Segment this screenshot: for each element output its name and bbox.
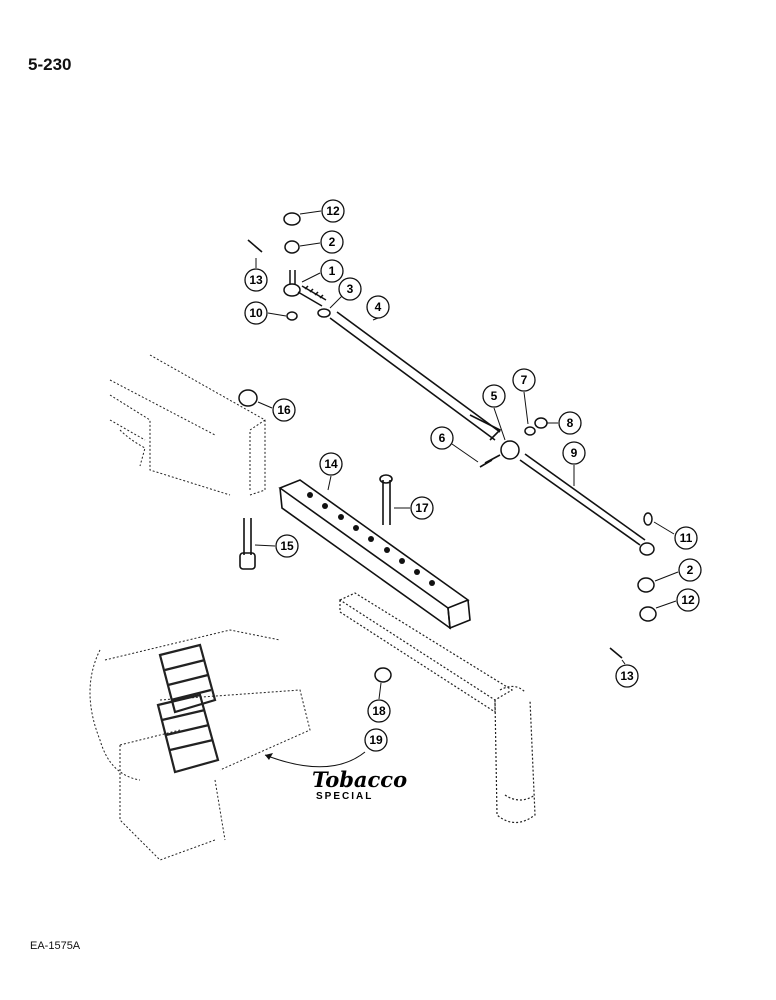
callout-6: 6 bbox=[430, 426, 479, 463]
callout-10: 10 bbox=[244, 301, 287, 325]
svg-text:14: 14 bbox=[324, 457, 338, 471]
svg-text:10: 10 bbox=[249, 306, 263, 320]
drawbar-holes bbox=[307, 492, 435, 586]
svg-text:9: 9 bbox=[571, 446, 578, 460]
page-number: 5-230 bbox=[28, 55, 72, 74]
bolts-drawing bbox=[239, 239, 623, 659]
brand-script: Tobacco bbox=[312, 767, 407, 792]
svg-text:19: 19 bbox=[369, 733, 383, 747]
svg-text:12: 12 bbox=[681, 593, 695, 607]
figure-code: EA-1575A bbox=[30, 940, 81, 952]
callout-11: 11 bbox=[653, 521, 698, 550]
callout-5: 5 bbox=[482, 384, 506, 441]
callout-18: 18 bbox=[367, 682, 391, 723]
callout-13-top: 13 bbox=[244, 258, 268, 292]
callout-2-top: 2 bbox=[299, 230, 344, 254]
hardware-drawing bbox=[238, 212, 657, 683]
callout-15: 15 bbox=[254, 534, 299, 558]
callout-12-bottom: 12 bbox=[655, 588, 700, 612]
svg-text:11: 11 bbox=[680, 531, 693, 545]
svg-text:2: 2 bbox=[329, 235, 336, 249]
callout-12-top: 12 bbox=[299, 199, 345, 223]
svg-text:2: 2 bbox=[687, 563, 694, 577]
callout-8: 8 bbox=[547, 411, 582, 435]
tobacco-special-logo: Tobacco SPECIAL bbox=[312, 767, 407, 802]
tie-rod-drawing bbox=[519, 453, 646, 546]
callout-3: 3 bbox=[329, 277, 362, 309]
svg-text:4: 4 bbox=[375, 300, 382, 314]
svg-text:6: 6 bbox=[439, 431, 446, 445]
callout-7: 7 bbox=[512, 368, 536, 425]
linkage-rod-drawing bbox=[329, 311, 502, 441]
svg-text:13: 13 bbox=[620, 669, 634, 683]
brand-sub: SPECIAL bbox=[316, 791, 373, 802]
tractor-grille-drawing bbox=[156, 643, 220, 774]
callout-19: 19 bbox=[264, 728, 388, 768]
svg-text:16: 16 bbox=[277, 403, 291, 417]
callout-16: 16 bbox=[257, 398, 296, 422]
ball-joint-drawing bbox=[283, 270, 327, 307]
callout-17: 17 bbox=[394, 496, 434, 520]
swing-drawbar-drawing bbox=[338, 592, 536, 824]
callout-13-bottom: 13 bbox=[615, 659, 639, 688]
svg-text:7: 7 bbox=[521, 373, 528, 387]
svg-text:12: 12 bbox=[326, 204, 340, 218]
tractor-frame-drawing bbox=[89, 354, 311, 861]
svg-text:13: 13 bbox=[249, 273, 263, 287]
svg-text:1: 1 bbox=[329, 264, 336, 278]
callout-2-bottom: 2 bbox=[654, 558, 702, 582]
svg-text:18: 18 bbox=[372, 704, 386, 718]
callout-9: 9 bbox=[562, 441, 586, 486]
callout-1: 1 bbox=[301, 259, 344, 283]
svg-text:3: 3 bbox=[347, 282, 354, 296]
svg-text:8: 8 bbox=[567, 416, 574, 430]
svg-text:15: 15 bbox=[280, 539, 294, 553]
callout-14: 14 bbox=[319, 452, 343, 491]
callout-4: 4 bbox=[366, 295, 390, 321]
svg-text:17: 17 bbox=[415, 501, 429, 515]
svg-text:5: 5 bbox=[491, 389, 498, 403]
drawbar-bar-drawing bbox=[278, 479, 471, 630]
